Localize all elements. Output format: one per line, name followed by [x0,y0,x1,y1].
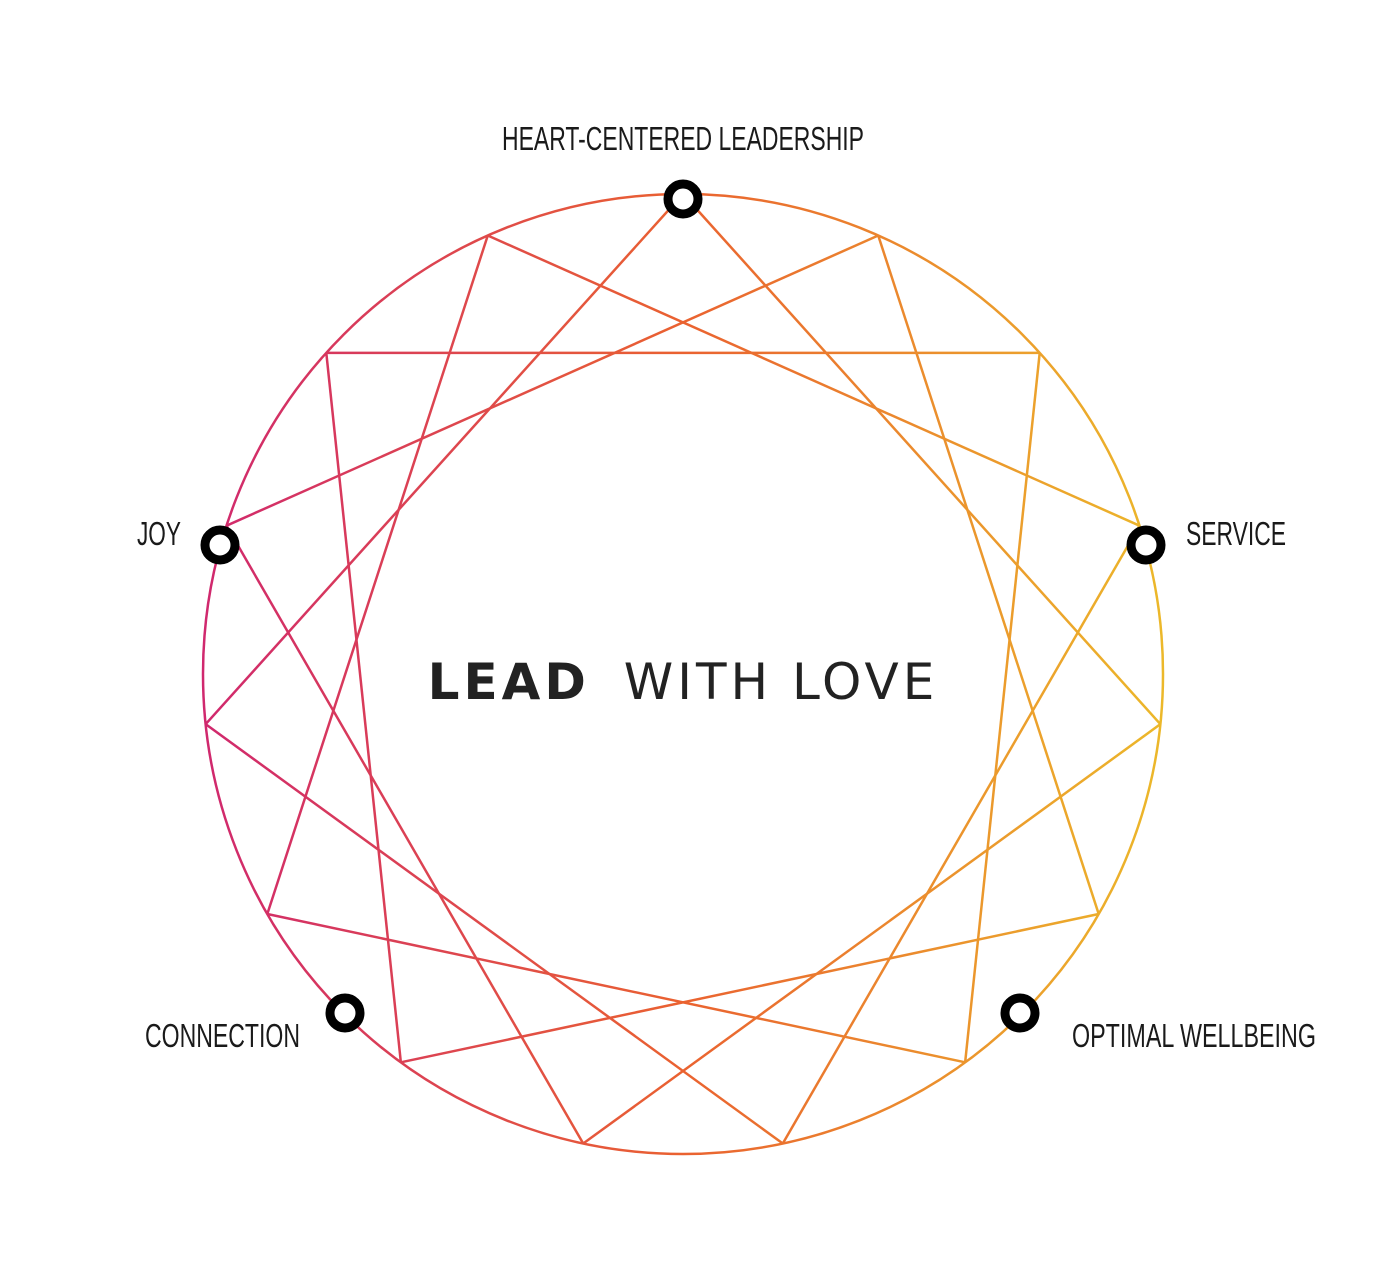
label-connection: CONNECTION [145,1017,300,1054]
label-heart-centered-leadership: HEART-CENTERED LEADERSHIP [502,120,864,157]
marker-heart-centered-leadership [663,179,703,219]
center-title-strong: LEAD [428,653,590,711]
label-service: SERVICE [1186,515,1286,552]
marker-connection [325,993,365,1033]
center-title-light: WITH LOVE [624,653,939,711]
star-line [266,235,489,915]
star-line [225,525,585,1145]
star-line [225,234,879,527]
star-line [582,723,1162,1145]
node-markers [200,179,1166,1033]
star-line [682,193,1162,726]
star-line [781,525,1141,1145]
center-title: LEAD WITH LOVE [428,653,939,711]
marker-optimal-wellbeing [1000,993,1040,1033]
label-joy: JOY [137,515,181,552]
star-line [325,352,403,1063]
star-polygon-lines [204,193,1162,1145]
star-line [204,193,684,726]
star-line [487,234,1141,527]
marker-service [1126,525,1166,565]
star-line [400,912,1099,1064]
star-line [267,912,966,1064]
star-line [963,352,1041,1063]
label-optimal-wellbeing: OPTIMAL WELLBEING [1072,1017,1316,1054]
marker-joy [200,525,240,565]
star-line [204,723,784,1145]
star-line [877,235,1100,915]
